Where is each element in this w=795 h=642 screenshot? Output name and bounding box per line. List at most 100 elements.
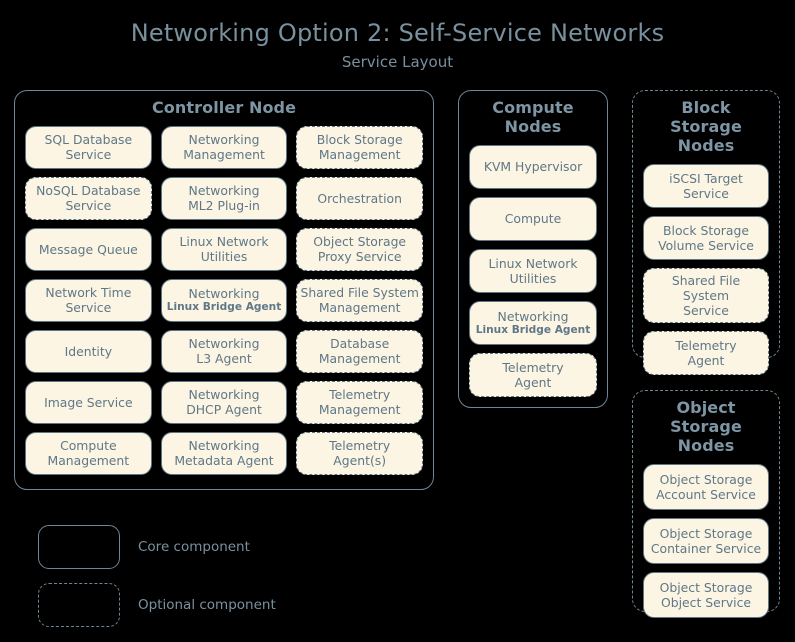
service-label-line2: Container Service (650, 540, 762, 556)
service-box[interactable]: Compute (469, 196, 597, 241)
service-label-line2: Utilities (200, 249, 248, 265)
service-label-line1: Object Storage (659, 579, 753, 595)
service-box[interactable]: Orchestration (296, 176, 424, 220)
service-label-line1: Telemetry (502, 359, 564, 375)
service-label-line2: Metadata Agent (174, 453, 274, 469)
service-label-line1: Networking (188, 438, 260, 454)
service-label-line1: Shared File System (300, 285, 419, 301)
service-label-line2: Agent(s) (333, 453, 387, 469)
service-label-line2: Volume Service (658, 237, 754, 253)
service-label-line2: Service (65, 147, 112, 163)
service-label-line1: Block Storage (316, 132, 403, 148)
group-title-compute-nodes: Compute Nodes (492, 98, 574, 136)
service-label-line1: Networking (188, 286, 260, 302)
service-label-line2: Account Service (656, 486, 756, 502)
service-label-line1: Block Storage (663, 222, 749, 238)
service-label-line2: Linux Bridge Agent (166, 301, 282, 314)
title-block: Networking Option 2: Self-Service Networ… (0, 0, 795, 71)
service-label-line1: SQL Database (44, 132, 133, 148)
service-label-line1: KVM Hypervisor (483, 159, 583, 175)
service-label-line1: Orchestration (317, 190, 402, 206)
service-label-line1: Identity (64, 343, 113, 359)
service-label-line2: Service (683, 185, 729, 201)
service-label-line2: Linux Bridge Agent (475, 323, 591, 336)
service-label-line1: Telemetry (329, 387, 391, 403)
service-label-line1: iSCSI Target (669, 170, 743, 186)
service-label-line1: Networking (188, 387, 260, 403)
service-box[interactable]: Identity (25, 329, 152, 373)
service-label-line1: Networking (188, 183, 260, 199)
service-label-line1: Object Storage (659, 525, 753, 541)
service-label-line1: Linux Network (488, 255, 578, 271)
legend-swatch-core (38, 525, 120, 569)
service-label-line2: Management (47, 453, 130, 469)
service-label-line2: Service (683, 302, 729, 318)
service-label-line2: Agent (514, 374, 552, 390)
service-label-line2: Management (318, 351, 401, 367)
service-label-line2: Service (65, 300, 112, 316)
page-title: Networking Option 2: Self-Service Networ… (130, 19, 665, 47)
legend-swatch-optional (38, 583, 120, 627)
service-label-line2: Utilities (509, 270, 557, 286)
service-box[interactable]: Image Service (25, 380, 152, 424)
service-label-line1: Networking (188, 336, 260, 352)
service-box[interactable]: KVM Hypervisor (469, 144, 597, 189)
service-label-line2: Proxy Service (317, 249, 402, 265)
service-label-line2: Service (65, 198, 112, 214)
service-label-line1: Networking (497, 308, 569, 324)
legend-label-core: Core component (138, 539, 250, 555)
service-label-line1: Shared File System (671, 272, 741, 303)
service-label-line1: Object Storage (313, 234, 407, 250)
legend-label-optional: Optional component (138, 597, 276, 613)
group-title-block-storage-nodes: Block Storage Nodes (670, 98, 742, 155)
service-label-line2: Agent (687, 353, 725, 368)
service-box[interactable]: Message Queue (25, 227, 152, 271)
service-label-line2: DHCP Agent (186, 402, 262, 418)
service-label-line1: Object Storage (659, 471, 753, 487)
service-label-line1: Telemetry (329, 438, 391, 454)
service-label-line1: Compute (504, 211, 562, 227)
service-label-line1: Networking (188, 132, 260, 148)
service-label-line1: Network Time (45, 285, 132, 301)
service-label-line2: Management (318, 147, 401, 163)
service-label-line1: Telemetry (675, 337, 737, 353)
group-title-controller-node: Controller Node (151, 98, 297, 117)
service-label-line1: Database (330, 336, 390, 352)
